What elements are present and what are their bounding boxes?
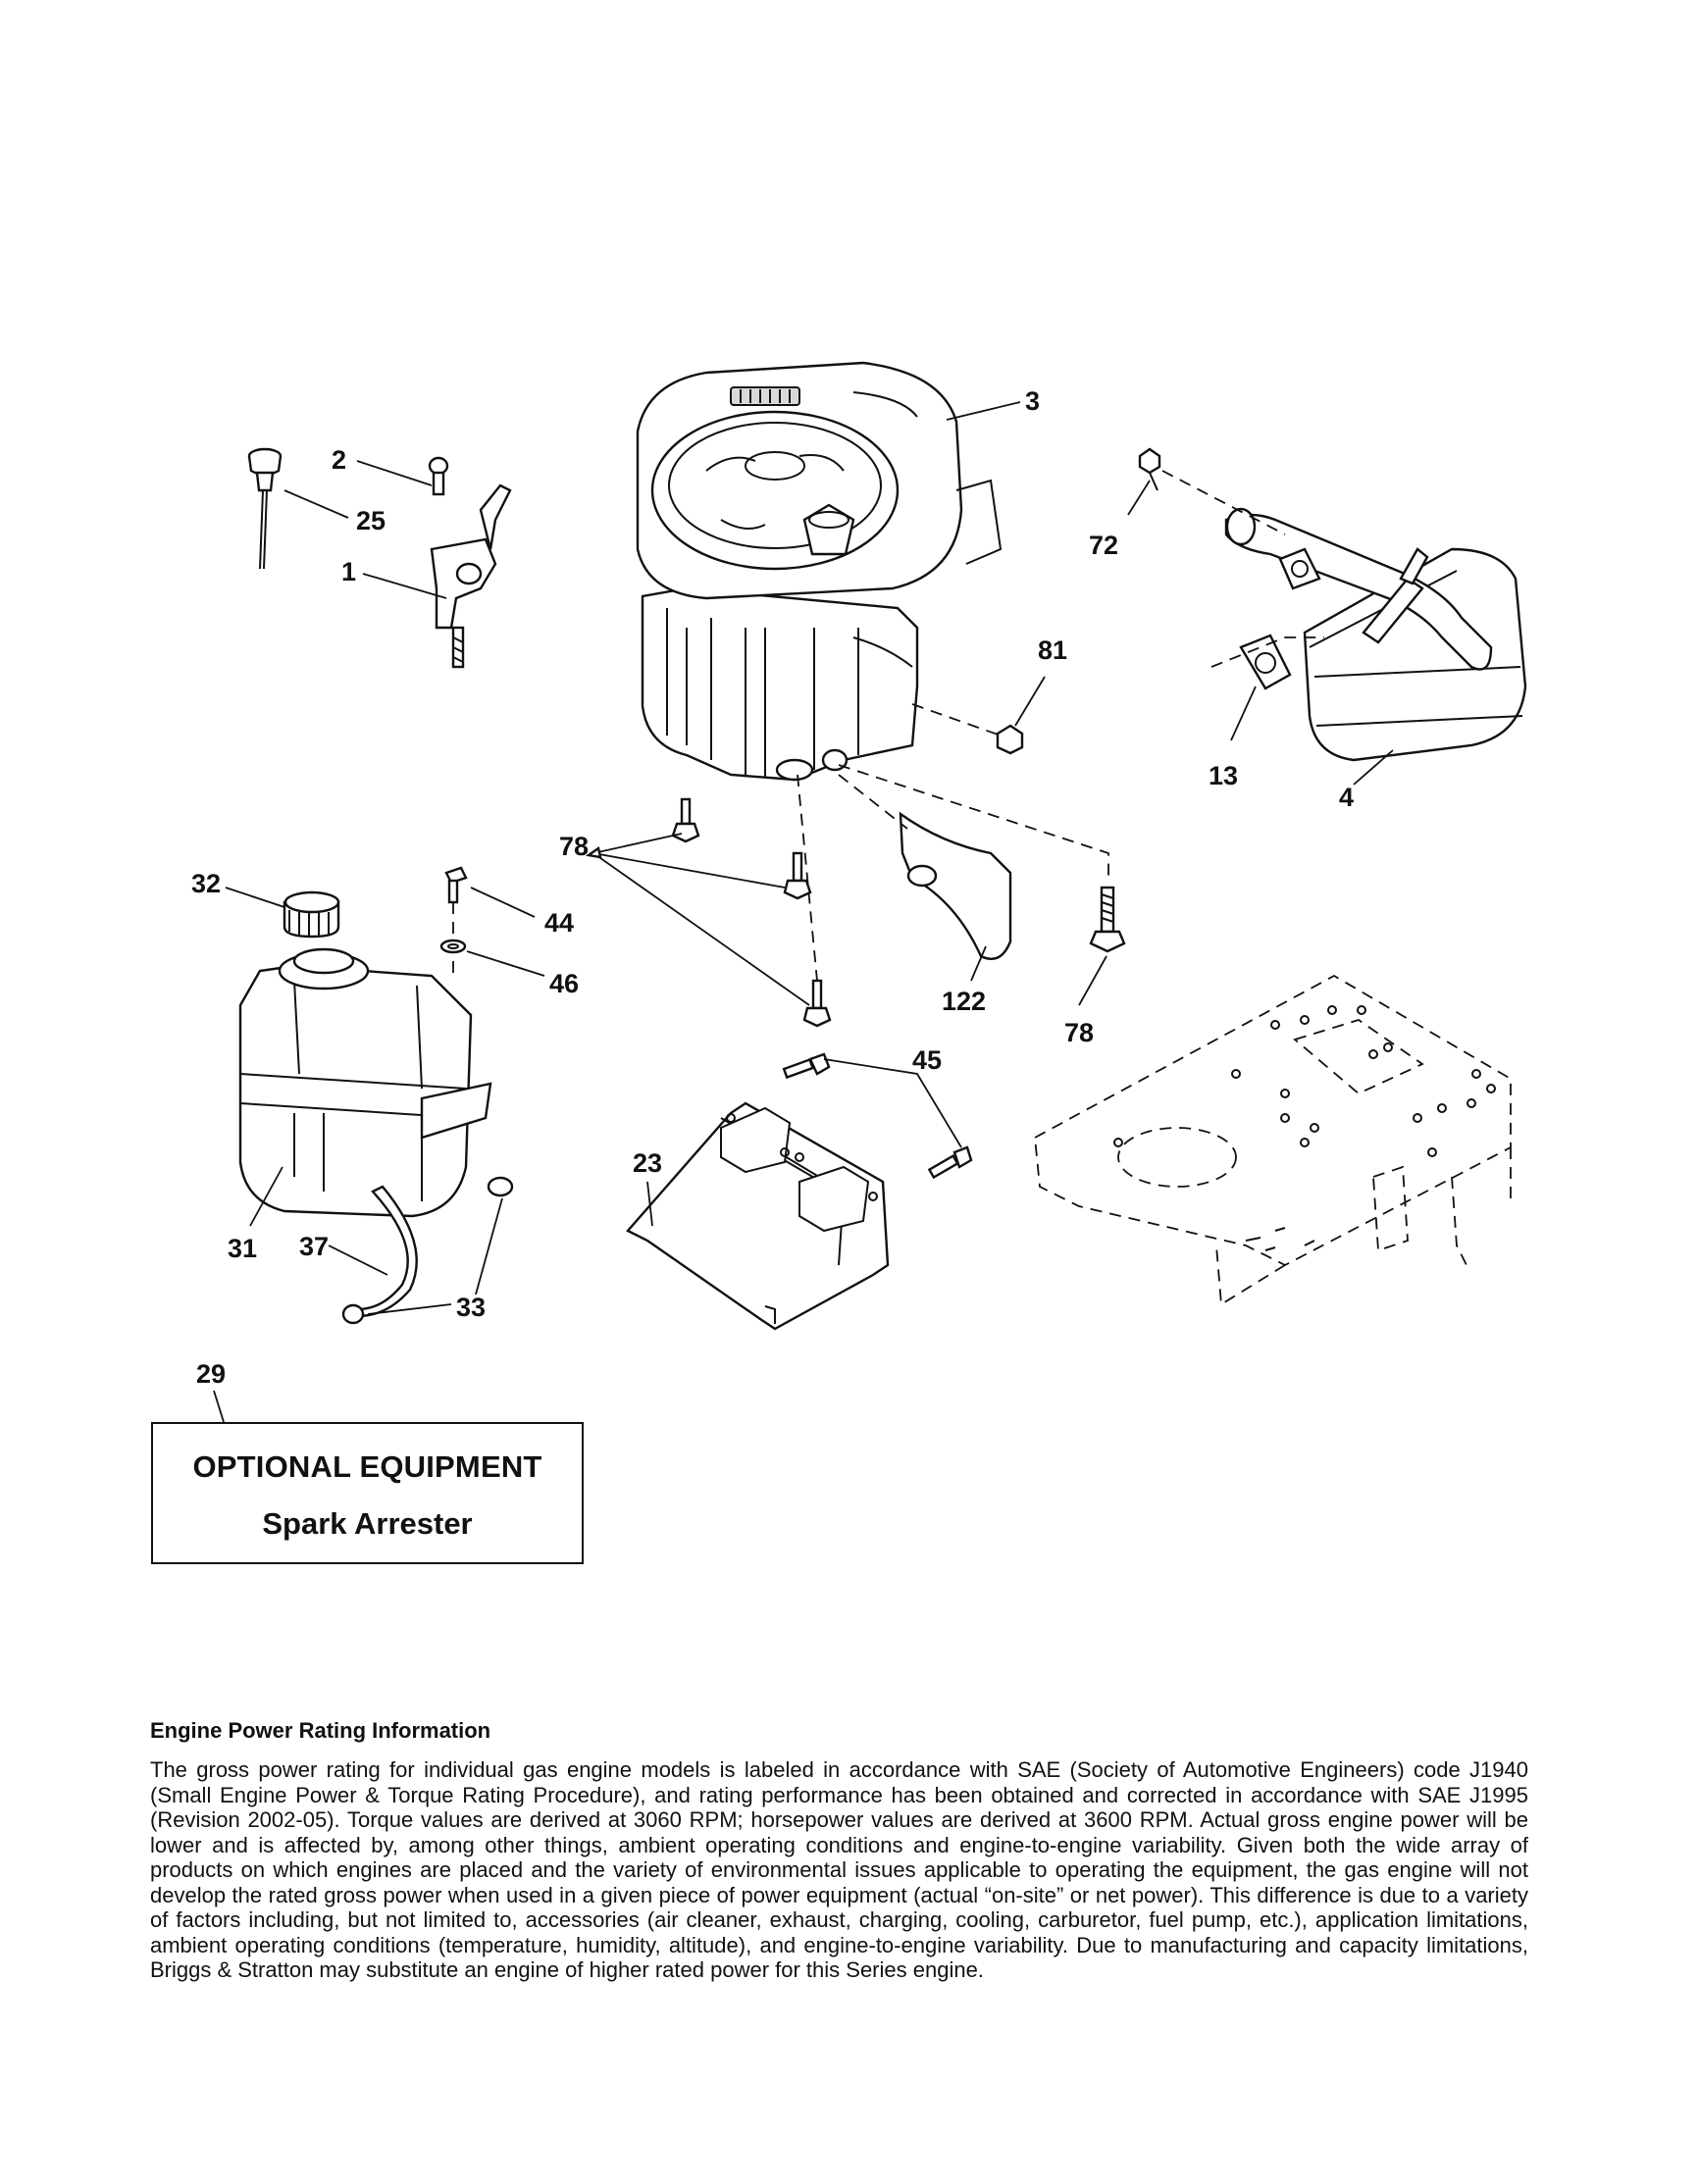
bolt-part-45-b bbox=[927, 1145, 973, 1180]
callout-45: 45 bbox=[912, 1045, 942, 1075]
fuel-cap-part-32 bbox=[283, 890, 340, 939]
engine-part-3 bbox=[636, 361, 1003, 782]
bolt-part-72 bbox=[1138, 447, 1161, 491]
callout-33: 33 bbox=[456, 1293, 486, 1322]
callout-78-right: 78 bbox=[1064, 1018, 1094, 1047]
callout-72: 72 bbox=[1089, 531, 1118, 560]
callout-25: 25 bbox=[356, 506, 386, 535]
callout-81: 81 bbox=[1038, 635, 1067, 665]
muffler-part-4 bbox=[1224, 507, 1527, 762]
optional-equipment-item: Spark Arrester bbox=[262, 1506, 473, 1541]
gasket-part-13 bbox=[1239, 634, 1292, 690]
callout-23: 23 bbox=[633, 1148, 662, 1178]
bolt-part-78-d bbox=[1089, 886, 1126, 953]
callout-13: 13 bbox=[1209, 761, 1238, 790]
bolt-part-78-a bbox=[671, 797, 700, 843]
dipstick-part-25 bbox=[247, 447, 283, 570]
clamp-part-33-b bbox=[341, 1303, 365, 1325]
bolt-part-45-a bbox=[782, 1052, 831, 1080]
shield-part-122 bbox=[899, 811, 1012, 961]
callout-3: 3 bbox=[1025, 386, 1040, 416]
bolt-part-78-c bbox=[802, 979, 832, 1028]
fuel-tank-part-31 bbox=[238, 947, 492, 1218]
rating-heading: Engine Power Rating Information bbox=[150, 1718, 491, 1743]
optional-equipment-title: OPTIONAL EQUIPMENT bbox=[192, 1449, 542, 1484]
bolt-part-44 bbox=[444, 866, 468, 904]
clamp-part-33-a bbox=[487, 1176, 514, 1197]
engine-power-rating-section: Engine Power Rating Information The gros… bbox=[150, 1718, 1528, 1983]
callout-44: 44 bbox=[544, 908, 574, 938]
optional-equipment-box: OPTIONAL EQUIPMENT Spark Arrester bbox=[151, 1422, 584, 1564]
callout-1: 1 bbox=[341, 557, 356, 586]
callout-46: 46 bbox=[549, 969, 579, 998]
callout-2: 2 bbox=[332, 445, 346, 475]
rating-body: The gross power rating for individual ga… bbox=[150, 1757, 1528, 1982]
screw-part-2 bbox=[428, 456, 449, 496]
washer-part-46 bbox=[439, 939, 467, 954]
nut-part-81 bbox=[996, 724, 1024, 755]
callout-122: 122 bbox=[942, 987, 986, 1016]
base-plate-part-23 bbox=[626, 1101, 890, 1331]
frame-mounting-plate bbox=[1034, 974, 1512, 1306]
callout-32: 32 bbox=[191, 869, 221, 898]
callout-29: 29 bbox=[196, 1359, 226, 1389]
callout-78-left: 78 bbox=[559, 832, 589, 861]
throttle-bracket-part-1 bbox=[430, 483, 512, 669]
bolt-part-78-b bbox=[783, 851, 812, 900]
callout-4: 4 bbox=[1339, 783, 1354, 812]
callout-37: 37 bbox=[299, 1232, 329, 1261]
callout-31: 31 bbox=[228, 1234, 257, 1263]
